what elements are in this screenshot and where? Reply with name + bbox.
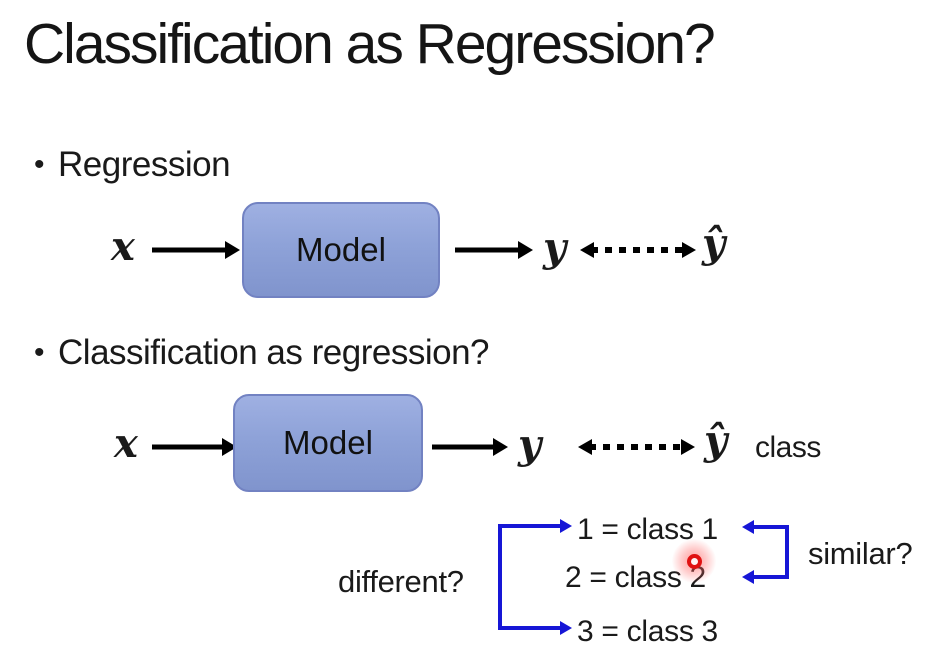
page-title: Classification as Regression? — [24, 12, 716, 76]
bullet-classification-label: Classification as regression? — [58, 333, 489, 372]
arrow-shaft — [591, 247, 685, 253]
bullet-classification: • Classification as regression? — [34, 333, 489, 373]
arrow-right-icon — [152, 240, 240, 260]
blue-arrow-right-icon — [498, 517, 572, 535]
bullet-regression: • Regression — [34, 145, 231, 185]
bracket-right-vline — [785, 525, 789, 579]
laser-pointer-dot — [672, 539, 716, 583]
arrow-head — [518, 241, 533, 259]
arrow-head-right — [681, 439, 695, 455]
bracket-left-vline — [498, 524, 502, 630]
laser-pointer-core — [686, 553, 702, 569]
arrow-head — [742, 570, 754, 584]
class-note: class — [755, 431, 821, 464]
model-box-2: Model — [233, 394, 423, 492]
arrow-right-icon — [432, 437, 508, 457]
model-label: Model — [283, 424, 373, 461]
bullet-dot: • — [34, 336, 45, 369]
bullet-dot: • — [34, 148, 45, 181]
arrow-shaft — [152, 247, 227, 253]
arrow-head — [560, 519, 572, 533]
similar-label: similar? — [808, 536, 913, 571]
double-dashed-arrow-icon — [580, 240, 696, 260]
bullet-regression-label: Regression — [58, 145, 231, 184]
model-box-1: Model — [242, 202, 440, 298]
diagram1-estimate-yhat: ŷ — [702, 220, 726, 267]
arrow-head — [742, 520, 754, 534]
class-row-3: 3 = class 3 — [577, 615, 718, 648]
arrow-shaft — [432, 444, 495, 450]
arrow-right-icon — [455, 240, 533, 260]
arrow-head — [560, 621, 572, 635]
different-label: different? — [338, 564, 464, 599]
arrow-shaft — [455, 247, 520, 253]
arrow-shaft — [589, 444, 684, 450]
blue-arrow-left-icon — [742, 568, 789, 586]
diagram2-input-x: x — [114, 420, 138, 467]
model-label: Model — [296, 231, 386, 268]
diagram2-output-y: y — [518, 421, 542, 468]
diagram1-output-y: y — [543, 224, 567, 271]
double-dashed-arrow-icon — [578, 437, 695, 457]
arrow-head — [225, 241, 240, 259]
arrow-shaft — [498, 626, 562, 630]
blue-arrow-right-icon — [498, 619, 572, 637]
arrow-right-icon — [152, 437, 237, 457]
arrow-shaft — [498, 524, 562, 528]
arrow-shaft — [152, 444, 224, 450]
arrow-shaft — [752, 575, 789, 579]
arrow-head-left — [578, 439, 592, 455]
arrow-head-right — [682, 242, 696, 258]
arrow-shaft — [752, 525, 789, 529]
arrow-head-left — [580, 242, 594, 258]
diagram2-estimate-yhat: ŷ — [704, 417, 728, 464]
arrow-head — [493, 438, 508, 456]
blue-arrow-left-icon — [742, 518, 789, 536]
diagram1-input-x: x — [111, 223, 135, 270]
